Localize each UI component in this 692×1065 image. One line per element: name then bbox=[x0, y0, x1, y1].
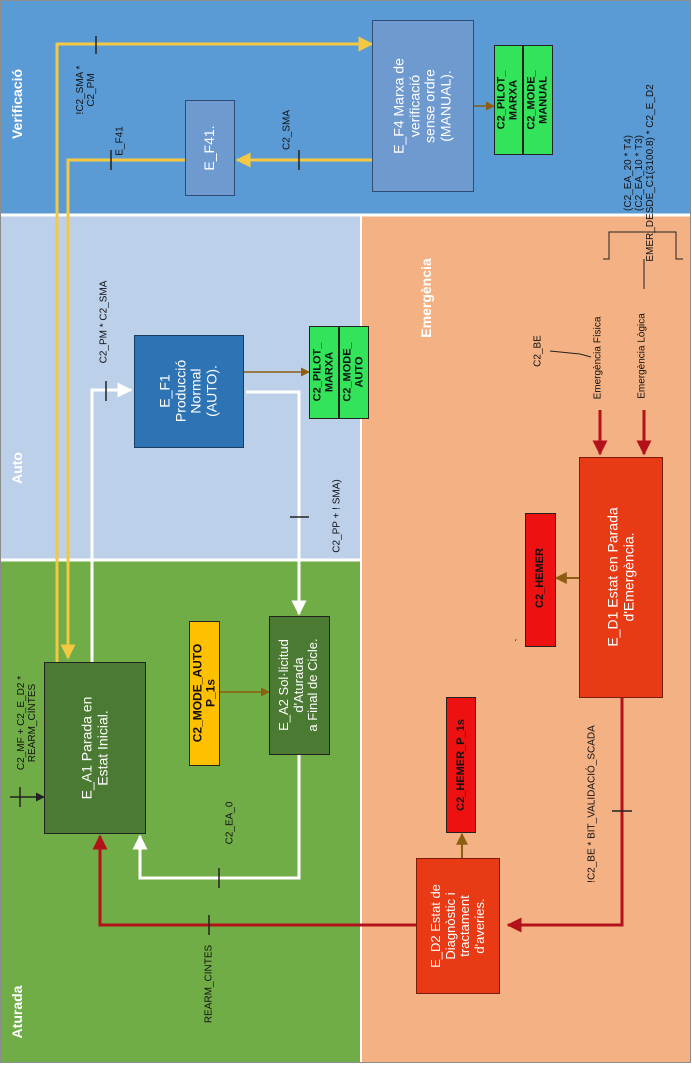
arrow-ea1-to-ef4 bbox=[55, 36, 374, 662]
action-mode-auto-box bbox=[339, 326, 369, 419]
state-e-f41-box[interactable] bbox=[185, 100, 235, 196]
action-pilot-marxa-f1-box bbox=[309, 326, 339, 419]
action-hemer-p1s-box bbox=[446, 697, 476, 833]
state-e-a1-box[interactable] bbox=[44, 662, 146, 834]
c2-be-branch bbox=[549, 350, 592, 358]
action-mode-manual-box bbox=[523, 45, 553, 155]
action-pilot-marxa-f4-box bbox=[494, 45, 523, 155]
action-hemer-box bbox=[525, 513, 556, 647]
state-e-a2-box[interactable] bbox=[269, 616, 330, 755]
state-e-d1-box[interactable] bbox=[579, 457, 663, 698]
lane-verificacio-bg bbox=[0, 0, 690, 215]
state-e-f4-box[interactable] bbox=[372, 20, 474, 192]
emer-formula-bracket bbox=[603, 231, 683, 260]
action-mode-auto-p1s-box bbox=[189, 621, 220, 766]
state-e-f1-box[interactable] bbox=[134, 335, 244, 448]
arrow-ef41-to-ea1 bbox=[60, 158, 185, 660]
arrow-ea1-to-ef1 bbox=[90, 382, 133, 662]
arrow-ed1-to-ed2 bbox=[506, 698, 624, 933]
arrow-ef1-to-ea2 bbox=[246, 390, 307, 616]
arrow-ed2-to-ea1 bbox=[92, 834, 416, 927]
state-e-d2-box[interactable] bbox=[416, 858, 500, 994]
